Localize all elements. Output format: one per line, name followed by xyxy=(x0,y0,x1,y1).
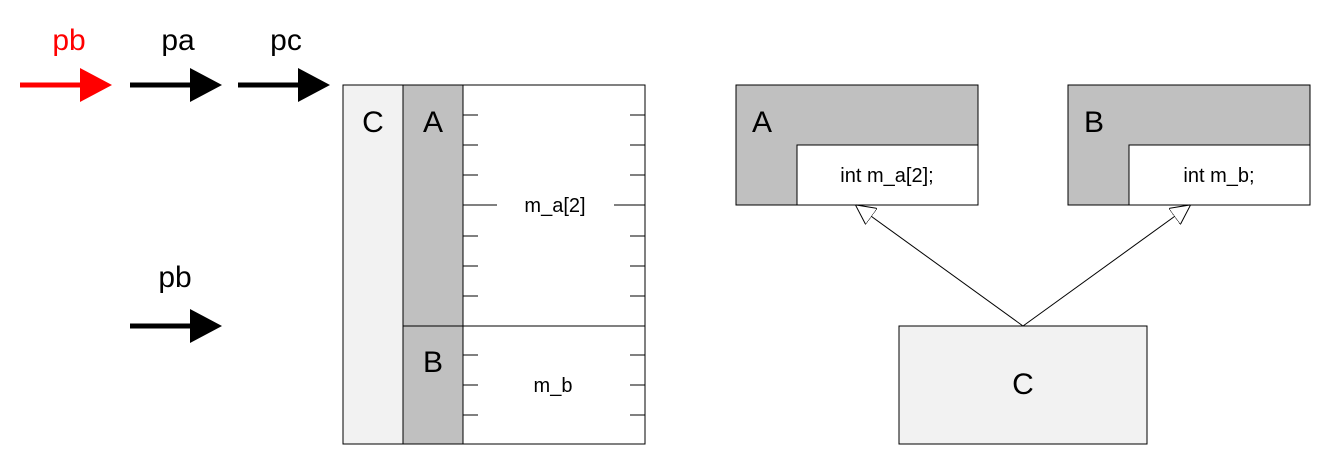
right-ticks xyxy=(630,114,645,416)
class-a-member: int m_a[2]; xyxy=(840,165,933,187)
field-a-label: m_a[2] xyxy=(524,195,585,217)
class-c-name: C xyxy=(1012,368,1034,401)
pointer-pb-top: pb xyxy=(20,24,112,102)
pointer-pb-bottom-arrow-icon xyxy=(130,309,222,343)
memory-layout: C A B m_a[2] m_b xyxy=(342,84,646,445)
field-b-label: m_b xyxy=(534,375,573,397)
base-a-label: A xyxy=(423,106,443,139)
base-b-region xyxy=(402,325,464,445)
pointer-pa-arrow-icon xyxy=(130,68,222,102)
inherit-arrow-b-icon xyxy=(1022,206,1189,327)
inherit-arrow-a-icon xyxy=(857,206,1024,327)
pointer-pa: pa xyxy=(130,24,222,102)
class-a-member-box xyxy=(796,144,979,206)
class-b-member-box xyxy=(1128,144,1311,206)
base-b-label: B xyxy=(423,346,443,379)
base-a-region xyxy=(402,84,464,327)
pointer-pb-top-arrow-icon xyxy=(20,68,112,102)
class-b-box: B int m_b; xyxy=(1067,84,1311,206)
pointer-pc-arrow-icon xyxy=(238,68,330,102)
pointer-pb-bottom-label: pb xyxy=(158,261,191,294)
pointer-pc-label: pc xyxy=(270,24,302,57)
pointer-pb-bottom: pb xyxy=(130,261,222,343)
class-c-region xyxy=(342,84,404,445)
class-a-box: A int m_a[2]; xyxy=(735,84,979,206)
class-a-name: A xyxy=(752,106,772,139)
pointer-pb-top-label: pb xyxy=(52,24,85,57)
pointer-pa-label: pa xyxy=(161,24,195,57)
class-b-member: int m_b; xyxy=(1183,165,1254,187)
class-c-box: C xyxy=(898,325,1148,445)
class-b-name: B xyxy=(1084,106,1104,139)
class-diagram: A int m_a[2]; B int m_b; C xyxy=(735,84,1311,445)
pointer-pc: pc xyxy=(238,24,330,102)
outer-class-label: C xyxy=(362,106,384,139)
